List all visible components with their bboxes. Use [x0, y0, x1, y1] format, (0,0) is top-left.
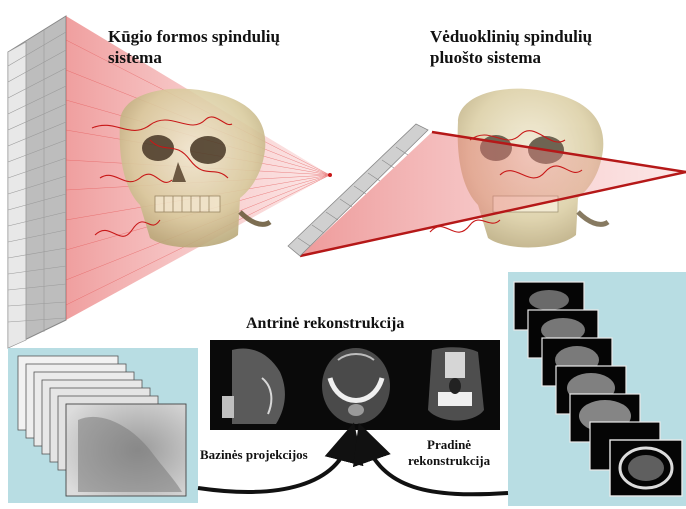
- coronal-slice: [428, 347, 484, 420]
- cone-beam-title-line-2: sistema: [108, 47, 280, 68]
- secondary-reconstruction-images: [210, 340, 500, 430]
- fan-beam-system: [288, 89, 686, 256]
- primary-reconstruction-panel: [508, 272, 686, 506]
- cone-source: [328, 173, 332, 177]
- cone-beam-title: Kūgio formos spindulių sistema: [108, 26, 280, 69]
- base-projections-panel: [8, 348, 198, 503]
- secondary-reconstruction-title: Antrinė rekonstrukcija: [246, 314, 404, 334]
- fan-beam-title: Vėduoklinių spindulių pluošto sistema: [430, 26, 592, 69]
- fan-beam-title-line-1: Vėduoklinių spindulių: [430, 26, 592, 47]
- cone-beam-title-line-1: Kūgio formos spindulių: [108, 26, 280, 47]
- primary-reconstruction-label-line-1: Pradinė: [408, 437, 490, 453]
- flat-panel-detector: [8, 16, 66, 348]
- base-projections-label: Bazinės projekcijos: [200, 447, 308, 463]
- fan-beam-title-line-2: pluošto sistema: [430, 47, 592, 68]
- primary-reconstruction-label: Pradinė rekonstrukcija: [408, 437, 490, 470]
- primary-reconstruction-label-line-2: rekonstrukcija: [408, 453, 490, 469]
- axial-slice: [322, 348, 390, 424]
